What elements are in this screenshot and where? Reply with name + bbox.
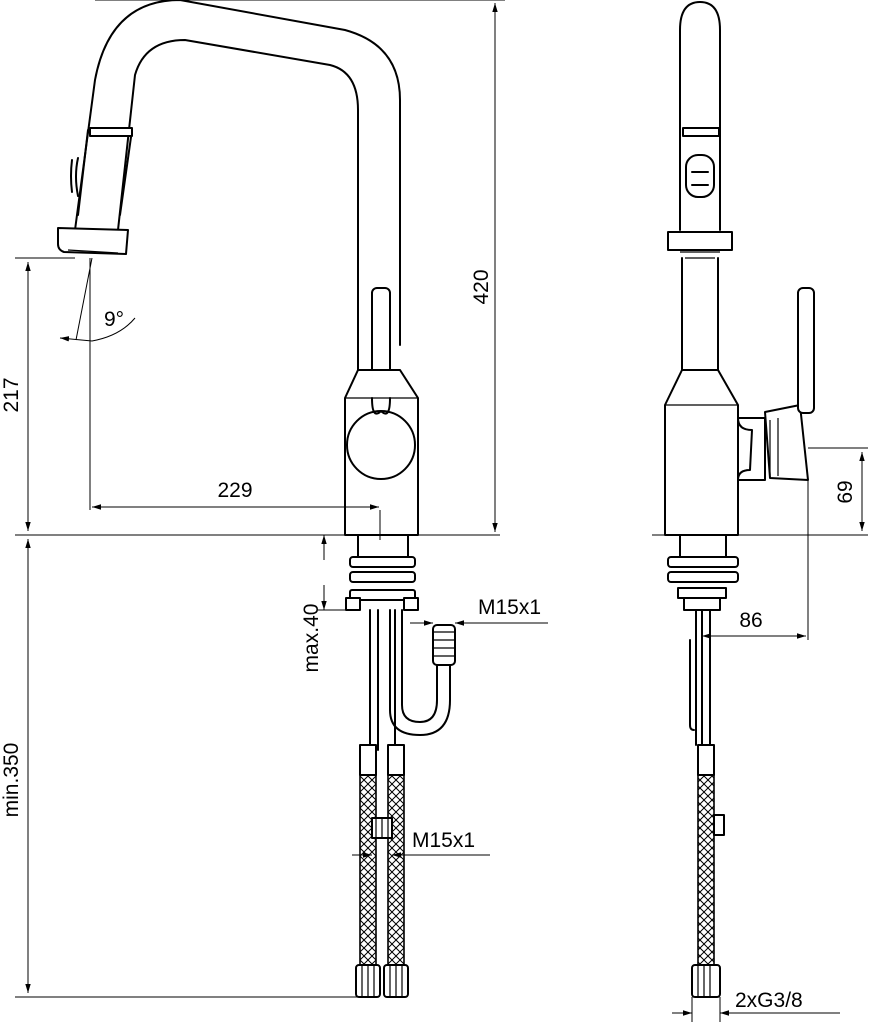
supply-hose-side-braid	[697, 774, 715, 966]
dim-label-m15x1-supply: M15x1	[412, 829, 475, 852]
spout-outer	[74, 0, 401, 346]
dim-label-9-degrees: 9°	[104, 308, 124, 331]
supply-hose-left-braid	[359, 774, 377, 966]
handle-hub-side	[737, 417, 766, 481]
dim-label-2xg3-8: 2xG3/8	[735, 989, 803, 1012]
spray-button-side	[685, 154, 715, 198]
pullout-hose-front	[389, 609, 451, 736]
dim-label-m15x1-hose: M15x1	[478, 596, 541, 619]
dim-label-420: 420	[470, 269, 493, 304]
spray-head-ring	[89, 127, 133, 137]
front-view	[57, 0, 456, 998]
spout-side	[679, 1, 721, 231]
supply-hose-left-cap	[359, 744, 377, 776]
supply-nut-side	[691, 964, 721, 998]
supply-hose-right-braid	[387, 774, 405, 966]
dim-label-229: 229	[217, 479, 252, 502]
spout-neck-side	[681, 257, 719, 371]
dim-label-217: 217	[0, 377, 23, 412]
spray-head-button	[70, 157, 79, 197]
lever-hub-front	[346, 410, 416, 480]
shank-front	[357, 534, 409, 558]
spray-head-ring-side	[682, 127, 720, 137]
dimension-lines	[15, 0, 868, 1022]
spray-head-nozzle	[57, 227, 129, 255]
dim-label-max-40: max.40	[300, 604, 323, 673]
spout-inner	[117, 39, 359, 371]
dim-label-69: 69	[834, 480, 857, 503]
dim-label-86: 86	[739, 609, 762, 632]
dimension-labels: 420 217 229 9° max.40 min.350 M15x1 M15x…	[0, 269, 857, 1012]
dim-label-min-350: min.350	[0, 743, 23, 818]
lever-stem-side	[797, 287, 815, 414]
side-view	[664, 1, 815, 998]
supply-hose-right-cap	[387, 744, 405, 776]
faucet-body-side	[664, 369, 739, 536]
hose-connector-front	[432, 624, 456, 666]
